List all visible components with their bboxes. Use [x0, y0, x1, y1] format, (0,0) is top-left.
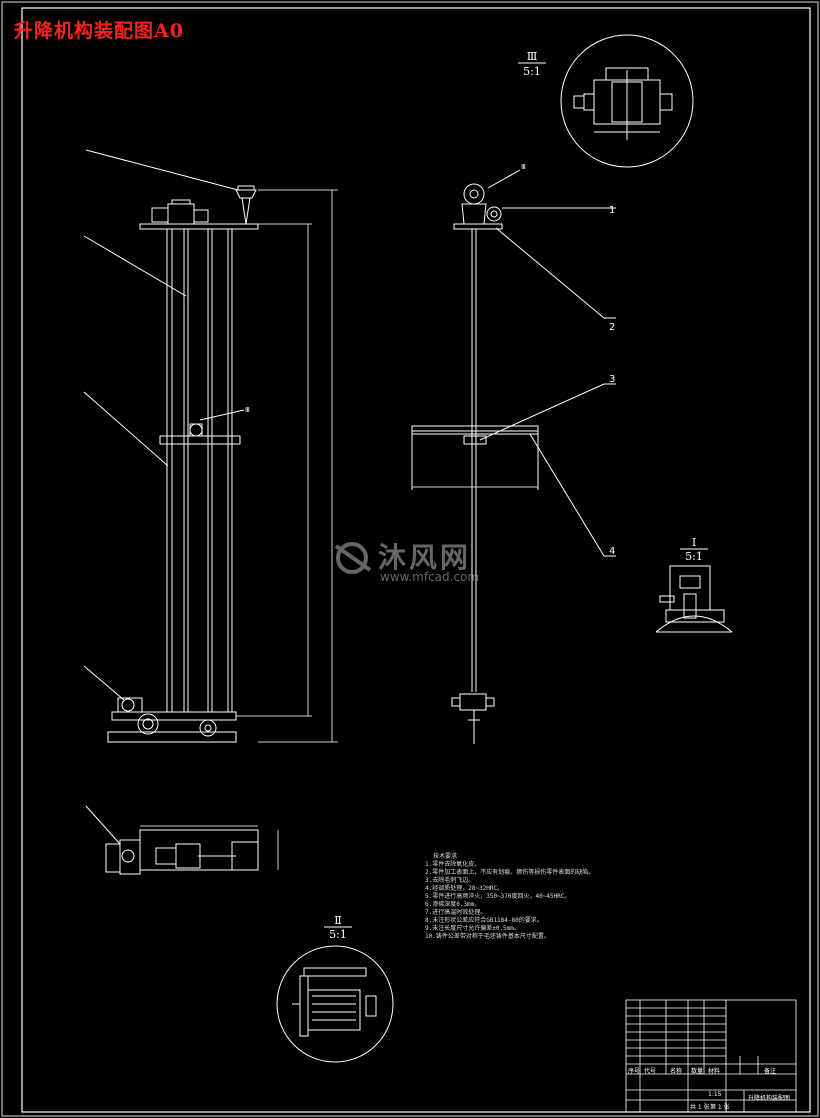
detail-II	[276, 945, 394, 1063]
callout-detail-ref: Ⅲ	[245, 406, 250, 414]
title-block-header-no: 序号	[628, 1068, 641, 1075]
watermark-brand: 沐风网	[378, 541, 472, 574]
title-block-sheets: 共 1 张	[690, 1104, 710, 1111]
note-item: 6.渗碳深度0.3mm。	[425, 901, 481, 908]
note-item: 10.铸件公差带对称于毛坯铸件基本尺寸配置。	[425, 933, 550, 940]
side-view-callouts: 1 2 3 4 Ⅲ Ⅲ	[245, 163, 615, 557]
title-block	[625, 999, 797, 1113]
callout-1: 1	[609, 205, 615, 216]
callout-4: 4	[609, 546, 615, 557]
watermark-url: www.mfcad.com	[380, 570, 480, 584]
detail-I	[655, 565, 733, 633]
title-block-header-material: 材料	[708, 1068, 721, 1075]
title-block-drawing-name: 升降机构装配图	[748, 1095, 791, 1102]
note-item: 2.零件加工表面上，不应有划痕、擦伤等损伤零件表面的缺陷。	[425, 869, 595, 876]
front-view	[83, 149, 338, 743]
note-item: 8.未注形状公差应符合GB1184-80的要求。	[425, 917, 543, 924]
note-item: 5.零件进行高频淬火，350~370度回火，40~45HRC。	[425, 893, 571, 900]
drawing-title: 升降机构装配图A0	[14, 20, 184, 42]
detail-I-scale: 5:1	[685, 550, 703, 563]
detail-III-scale: 5:1	[523, 65, 541, 78]
detail-III-roman: Ⅲ	[527, 50, 538, 63]
plan-view	[85, 805, 279, 875]
inner-frame	[21, 7, 811, 1113]
title-block-sheet-no: 第 1 张	[710, 1104, 730, 1111]
technical-notes: 技术要求 1.零件去除氧化皮。 2.零件加工表面上，不应有划痕、擦伤等损伤零件表…	[425, 853, 594, 941]
callout-3: 3	[609, 374, 615, 385]
watermark-logo-icon	[334, 542, 372, 574]
note-item: 9.未注长度尺寸允许偏差±0.5mm。	[425, 925, 520, 932]
note-item: 7.进行高温时效处理。	[425, 909, 487, 916]
detail-labels: Ⅲ 5:1 Ⅰ 5:1 Ⅱ 5:1	[324, 50, 708, 941]
detail-II-scale: 5:1	[329, 928, 347, 941]
callout-2: 2	[609, 322, 615, 333]
note-item: 4.经调质处理，28~32HRC。	[425, 885, 504, 892]
title-block-scale: 1:15	[708, 1091, 722, 1098]
side-view	[411, 169, 616, 744]
title-block-header-remark: 备注	[764, 1068, 777, 1075]
callout-front-III: Ⅲ	[521, 163, 526, 171]
detail-III	[560, 34, 694, 168]
note-item: 3.去除毛刺飞边。	[425, 877, 475, 884]
technical-notes-heading: 技术要求	[433, 853, 458, 860]
title-block-header-qty: 数量	[691, 1068, 704, 1075]
title-block-header-code: 代号	[644, 1068, 657, 1075]
detail-II-roman: Ⅱ	[334, 914, 341, 927]
title-block-header-name: 名称	[670, 1068, 683, 1075]
detail-I-roman: Ⅰ	[692, 536, 696, 549]
note-item: 1.零件去除氧化皮。	[425, 861, 481, 868]
